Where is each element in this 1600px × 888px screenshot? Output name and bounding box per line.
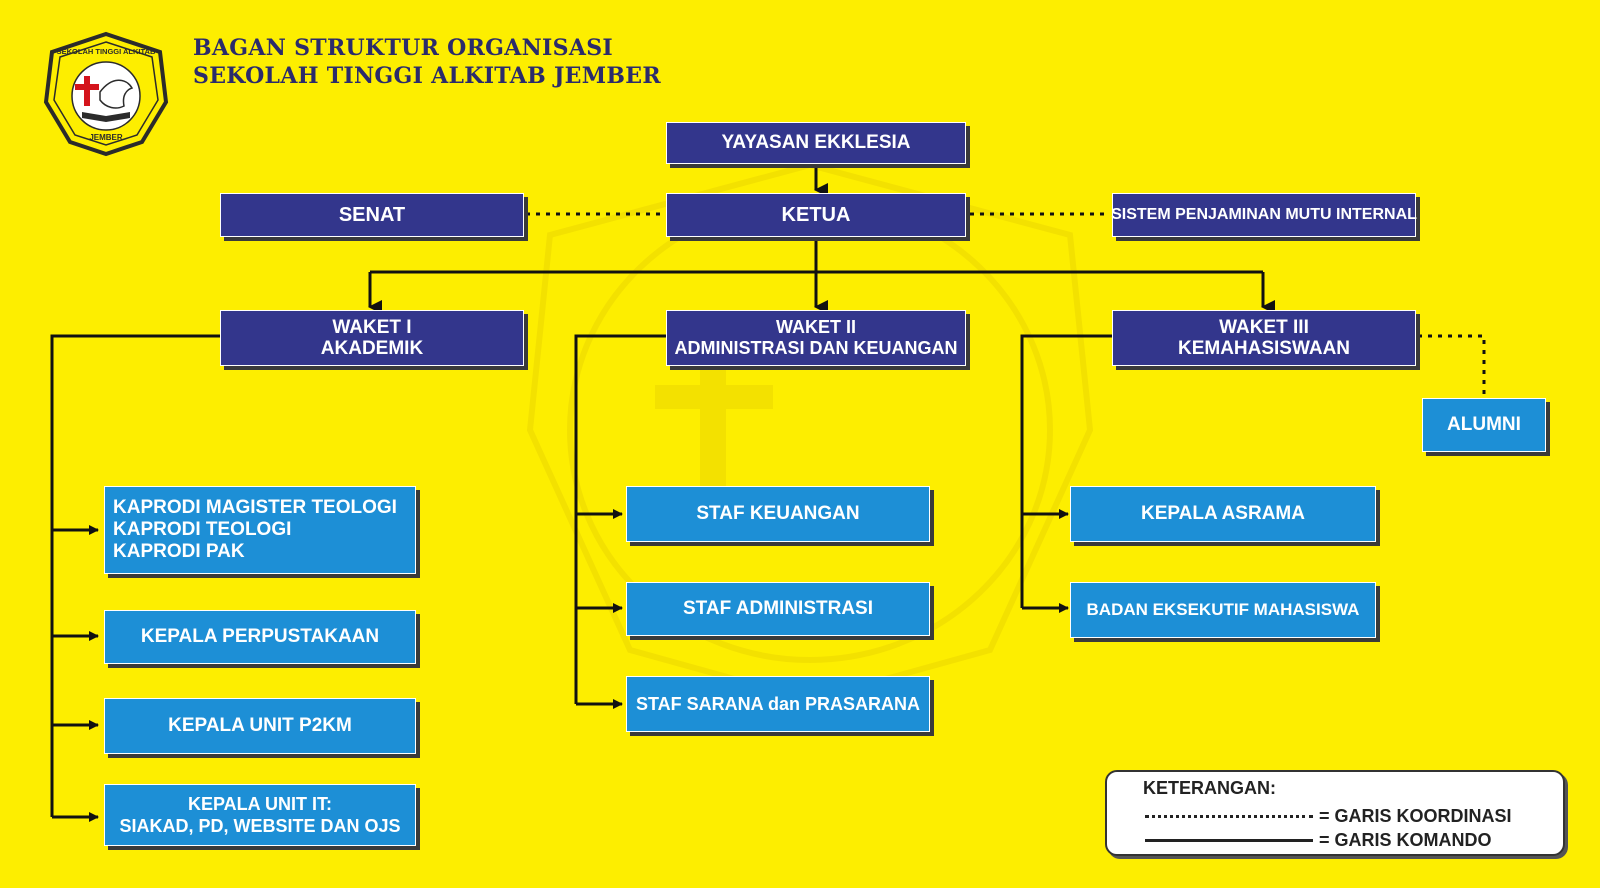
dove-icon (99, 79, 134, 109)
node-alumni: ALUMNI (1422, 398, 1546, 452)
node-kaprodi: KAPRODI MAGISTER TEOLOGI KAPRODI TEOLOGI… (104, 486, 416, 574)
node-perpustakaan: KEPALA PERPUSTAKAAN (104, 610, 416, 664)
legend-title: KETERANGAN: (1143, 778, 1276, 798)
title-line-1: BAGAN STRUKTUR ORGANISASI (193, 35, 613, 61)
solid-line-sample (1145, 839, 1313, 842)
legend-command: = GARIS KOMANDO (1145, 830, 1492, 851)
node-waket-2: WAKET II ADMINISTRASI DAN KEUANGAN (666, 310, 966, 366)
logo-ring-text: SEKOLAH TINGGI ALKITAB (57, 47, 156, 56)
school-logo: SEKOLAH TINGGI ALKITAB JEMBER (43, 31, 169, 157)
line-waket3-trunk (1020, 334, 1112, 608)
node-p2km: KEPALA UNIT P2KM (104, 698, 416, 754)
node-senat: SENAT (220, 193, 524, 237)
page-title: BAGAN STRUKTUR ORGANISASI SEKOLAH TINGGI… (193, 34, 661, 90)
legend-command-label: = GARIS KOMANDO (1319, 830, 1492, 850)
legend-coordination: = GARIS KOORDINASI (1145, 806, 1512, 827)
node-waket-1: WAKET I AKADEMIK (220, 310, 524, 366)
cross-icon (84, 76, 90, 106)
dotted-line-sample (1145, 815, 1313, 818)
node-staf-administrasi: STAF ADMINISTRASI (626, 582, 930, 636)
node-unit-it: KEPALA UNIT IT: SIAKAD, PD, WEBSITE DAN … (104, 784, 416, 846)
node-bem: BADAN EKSEKUTIF MAHASISWA (1070, 582, 1376, 638)
title-line-2: SEKOLAH TINGGI ALKITAB JEMBER (193, 63, 661, 89)
node-staf-keuangan: STAF KEUANGAN (626, 486, 930, 542)
line-waket1-trunk (50, 334, 220, 817)
line-waket2-trunk (574, 334, 666, 704)
legend-coordination-label: = GARIS KOORDINASI (1319, 806, 1512, 826)
node-staf-sarana: STAF SARANA dan PRASARANA (626, 676, 930, 732)
node-waket-3: WAKET III KEMAHASISWAAN (1112, 310, 1416, 366)
node-spmi: SISTEM PENJAMINAN MUTU INTERNAL (1111, 193, 1417, 237)
node-ketua: KETUA (666, 193, 966, 237)
legend: KETERANGAN: = GARIS KOORDINASI = GARIS K… (1105, 770, 1565, 856)
book-icon (82, 112, 130, 122)
node-yayasan: YAYASAN EKKLESIA (666, 122, 966, 164)
logo-bottom-text: JEMBER (89, 133, 123, 142)
dotted-waket3-alumni (1418, 334, 1486, 398)
node-kepala-asrama: KEPALA ASRAMA (1070, 486, 1376, 542)
